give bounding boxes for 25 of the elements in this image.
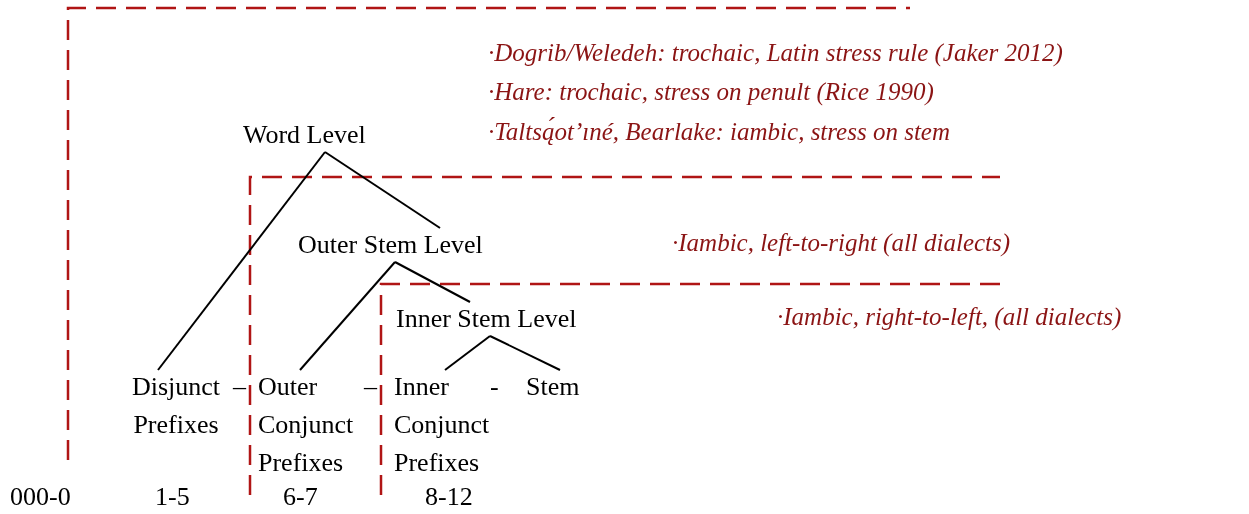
position-range: 1-5 <box>155 482 190 512</box>
tree-branch <box>394 261 471 303</box>
position-range: 6-7 <box>283 482 318 512</box>
morpheme-dash: – <box>364 372 377 402</box>
tree-node-label: Word Level <box>243 120 366 149</box>
tree-node-label: Inner Stem Level <box>396 304 577 333</box>
position-range: 8-12 <box>425 482 473 512</box>
tree-node-label: Disjunct Prefixes <box>131 372 221 439</box>
tree-branch <box>299 261 396 371</box>
morpheme-dash: – <box>233 372 246 402</box>
tree-node-label: Inner Conjunct Prefixes <box>394 372 490 477</box>
stress-note: ·Iambic, left-to-right (all dialects) <box>672 228 1011 258</box>
tree-branch <box>324 151 441 229</box>
stress-note: ·Iambic, right-to-left, (all dialects) <box>777 302 1122 332</box>
tree-branch <box>444 335 491 371</box>
morpheme-dash: - <box>490 372 499 402</box>
stress-note: ·Dogrib/Weledeh: trochaic, Latin stress rule (Jaker 2012) <box>488 38 1063 68</box>
stress-note: ·Hare: trochaic, stress on penult (Rice 1990) <box>488 77 934 107</box>
tree-node-label: Stem <box>526 372 580 401</box>
tree-node-label: Outer Stem Level <box>298 230 483 259</box>
stress-note: ·Taltsą́ot’ıné, Bearlake: iambic, stress on stem <box>488 117 950 147</box>
tree-node-label: Outer Conjunct Prefixes <box>258 372 354 477</box>
tree-branch <box>157 151 326 371</box>
position-range: 000-0 <box>10 482 71 512</box>
tree-branch <box>489 335 561 371</box>
